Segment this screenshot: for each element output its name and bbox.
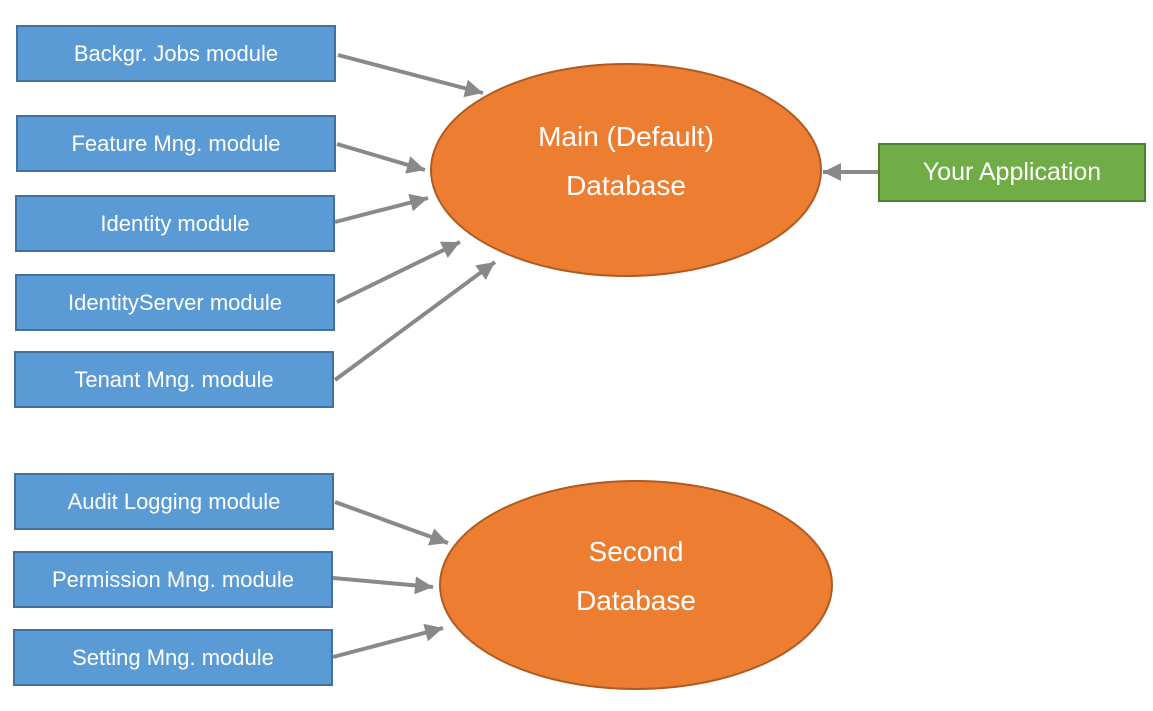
module-box-identityserver: IdentityServer module — [15, 274, 335, 331]
arrow-permission-mng-to-second-db — [332, 576, 434, 595]
second-database-label-line1: Second — [588, 536, 684, 567]
your-application-box: Your Application — [878, 143, 1146, 202]
module-box-identity: Identity module — [15, 195, 335, 252]
second-database-label-line2: Database — [576, 585, 696, 616]
module-box-tenant-mng: Tenant Mng. module — [14, 351, 334, 408]
module-box-feature-mng: Feature Mng. module — [16, 115, 336, 172]
arrow-backgr-jobs-to-main-db — [337, 53, 484, 98]
arrow-audit-logging-to-second-db — [334, 500, 449, 546]
arrow-setting-mng-to-second-db — [332, 623, 444, 659]
arrow-identity-to-main-db — [334, 193, 429, 224]
arrow-identityserver-to-main-db — [336, 240, 461, 304]
arrow-feature-mng-to-main-db — [336, 142, 426, 174]
main-database-ellipse: Main (Default) Database — [430, 63, 822, 277]
main-database-label-line2: Database — [566, 170, 686, 201]
arrow-tenant-mng-to-main-db — [333, 260, 497, 382]
module-box-audit-logging: Audit Logging module — [14, 473, 334, 530]
module-box-backgr-jobs: Backgr. Jobs module — [16, 25, 336, 82]
main-database-label-line1: Main (Default) — [538, 121, 714, 152]
module-box-permission-mng: Permission Mng. module — [13, 551, 333, 608]
module-box-setting-mng: Setting Mng. module — [13, 629, 333, 686]
second-database-ellipse: Second Database — [439, 480, 833, 690]
